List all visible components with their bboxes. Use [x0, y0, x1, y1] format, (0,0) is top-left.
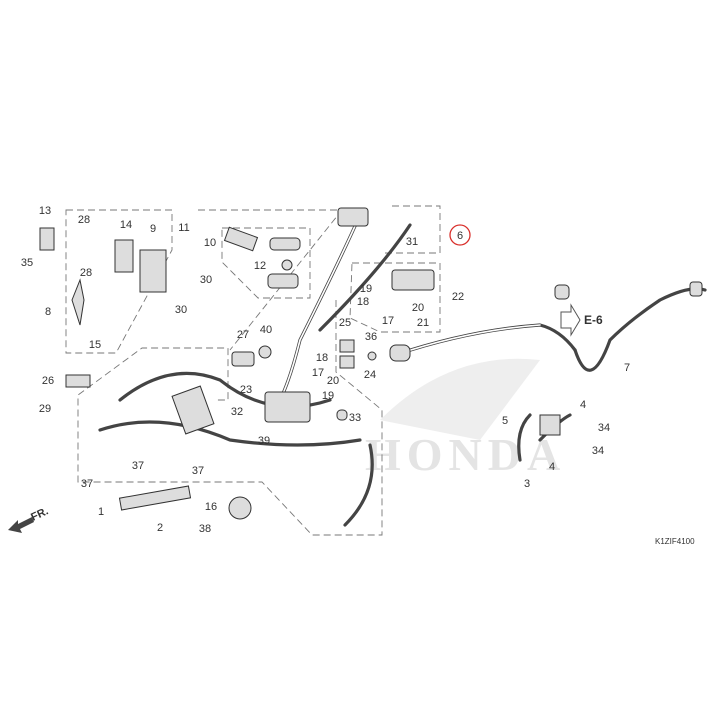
- callout-9[interactable]: 9: [150, 223, 156, 235]
- callout-25[interactable]: 25: [339, 317, 351, 329]
- callout-18[interactable]: 18: [357, 296, 369, 308]
- callout-30[interactable]: 30: [175, 304, 187, 316]
- callout-6[interactable]: 6: [457, 230, 463, 242]
- callout-28[interactable]: 28: [78, 214, 90, 226]
- callout-16[interactable]: 16: [205, 501, 217, 513]
- callout-37[interactable]: 37: [81, 478, 93, 490]
- callout-24[interactable]: 24: [364, 369, 376, 381]
- callout-8[interactable]: 8: [45, 306, 51, 318]
- harness-wires: [98, 213, 707, 527]
- callout-20[interactable]: 20: [412, 302, 424, 314]
- callout-34[interactable]: 34: [598, 422, 610, 434]
- honda-watermark: HONDA: [365, 429, 566, 480]
- callout-12[interactable]: 12: [254, 260, 266, 272]
- callout-1[interactable]: 1: [98, 506, 104, 518]
- front-arrow-icon: [8, 517, 34, 533]
- callout-15[interactable]: 15: [89, 339, 101, 351]
- callout-38[interactable]: 38: [199, 523, 211, 535]
- callout-23[interactable]: 23: [240, 384, 252, 396]
- callout-32[interactable]: 32: [231, 406, 243, 418]
- callout-29[interactable]: 29: [39, 403, 51, 415]
- callout-40[interactable]: 40: [260, 324, 272, 336]
- callout-19[interactable]: 19: [322, 390, 334, 402]
- callout-37[interactable]: 37: [132, 460, 144, 472]
- callout-19[interactable]: 19: [360, 283, 372, 295]
- callout-10[interactable]: 10: [204, 237, 216, 249]
- callout-26[interactable]: 26: [42, 375, 54, 387]
- callout-20[interactable]: 20: [327, 375, 339, 387]
- highlight-circle: [449, 224, 471, 246]
- reference-label: E-6: [584, 313, 603, 327]
- callout-5[interactable]: 5: [502, 415, 508, 427]
- front-indicator: FR.: [29, 505, 50, 523]
- callout-4[interactable]: 4: [549, 461, 555, 473]
- callout-2[interactable]: 2: [157, 522, 163, 534]
- wing-watermark: [380, 358, 540, 440]
- callout-17[interactable]: 17: [312, 367, 324, 379]
- callout-18[interactable]: 18: [316, 352, 328, 364]
- callout-27[interactable]: 27: [237, 329, 249, 341]
- drawing-code: K1ZIF4100: [655, 537, 695, 546]
- callout-34[interactable]: 34: [592, 445, 604, 457]
- callout-4[interactable]: 4: [580, 399, 586, 411]
- callout-11[interactable]: 11: [178, 222, 189, 234]
- parts: [39, 207, 703, 520]
- callout-33[interactable]: 33: [349, 412, 361, 424]
- callout-13[interactable]: 13: [39, 205, 51, 217]
- reference-arrow-icon: [560, 303, 581, 337]
- callout-7[interactable]: 7: [624, 362, 630, 374]
- callout-35[interactable]: 35: [21, 257, 33, 269]
- callout-37[interactable]: 37: [192, 465, 204, 477]
- callout-14[interactable]: 14: [120, 219, 132, 231]
- callout-3[interactable]: 3: [524, 478, 530, 490]
- callout-21[interactable]: 21: [417, 317, 429, 329]
- callout-17[interactable]: 17: [382, 315, 394, 327]
- callout-22[interactable]: 22: [452, 291, 464, 303]
- callout-31[interactable]: 31: [406, 236, 418, 248]
- callout-36[interactable]: 36: [365, 331, 377, 343]
- callout-28[interactable]: 28: [80, 267, 92, 279]
- callout-30[interactable]: 30: [200, 274, 212, 286]
- callout-39[interactable]: 39: [258, 435, 270, 447]
